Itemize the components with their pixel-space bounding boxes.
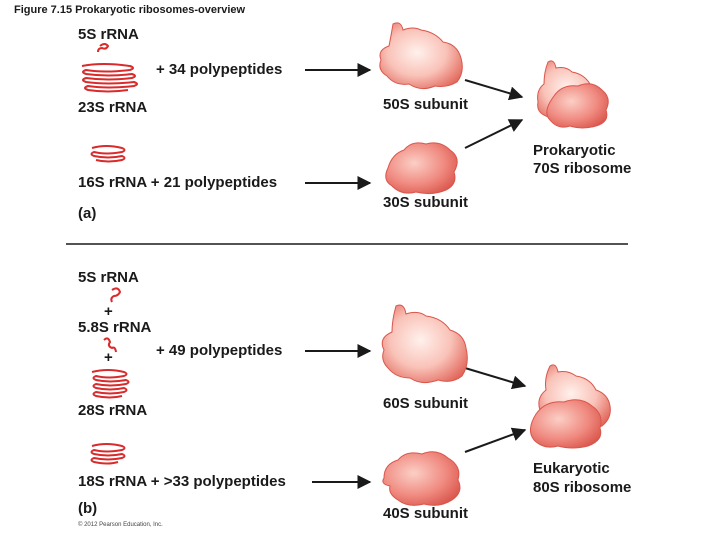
subunit-30s-shape bbox=[385, 142, 458, 195]
rrna-58s-squiggle bbox=[103, 337, 117, 353]
rrna-28s-squiggle bbox=[91, 369, 130, 399]
subunit-60s-shape bbox=[381, 304, 468, 384]
plus-sign-1: + bbox=[104, 303, 113, 320]
label-5s-rrna-b: 5S rRNA bbox=[78, 269, 139, 286]
label-60s-subunit: 60S subunit bbox=[383, 395, 469, 412]
arrow-60s-to-80s bbox=[464, 367, 527, 390]
label-58s-rrna: 5.8S rRNA bbox=[78, 319, 152, 336]
label-40s-subunit: 40S subunit bbox=[383, 505, 469, 522]
arrow-50s-to-70s bbox=[464, 79, 524, 101]
label-34-polypeptides: + 34 polypeptides bbox=[156, 61, 283, 78]
label-5s-rrna-a: 5S rRNA bbox=[78, 26, 139, 43]
label-80s-ribosome: 80S ribosome bbox=[533, 479, 632, 496]
panel-a-label: (a) bbox=[78, 205, 97, 222]
label-23s-rrna: 23S rRNA bbox=[78, 99, 148, 116]
figure-title: Figure 7.15 Prokaryotic ribosomes-overvi… bbox=[14, 4, 246, 16]
subunit-40s-shape bbox=[382, 451, 461, 506]
rrna-5s-squiggle bbox=[97, 43, 110, 53]
ribosome-80s-shape bbox=[530, 364, 611, 449]
panel-b-label: (b) bbox=[78, 500, 98, 517]
rrna-16s-squiggle bbox=[90, 145, 126, 163]
label-18s-rrna-33-polypeptides: 18S rRNA + >33 polypeptides bbox=[78, 473, 286, 490]
ribosome-70s-shape bbox=[537, 60, 609, 129]
plus-sign-2: + bbox=[104, 349, 113, 366]
label-70s-ribosome: 70S ribosome bbox=[533, 160, 632, 177]
label-30s-subunit: 30S subunit bbox=[383, 194, 469, 211]
arrow-40s-to-80s bbox=[464, 427, 527, 453]
label-49-polypeptides: + 49 polypeptides bbox=[156, 342, 283, 359]
copyright-notice: © 2012 Pearson Education, Inc. bbox=[78, 522, 163, 528]
label-prokaryotic: Prokaryotic bbox=[533, 142, 616, 159]
subunit-50s-shape bbox=[379, 22, 463, 90]
arrow-30s-to-70s bbox=[464, 119, 524, 149]
label-16s-rrna-21-polypeptides: 16S rRNA + 21 polypeptides bbox=[78, 174, 278, 191]
rrna-5s-squiggle-b bbox=[110, 287, 122, 303]
label-50s-subunit: 50S subunit bbox=[383, 96, 469, 113]
rrna-23s-squiggle bbox=[81, 63, 138, 93]
label-28s-rrna: 28S rRNA bbox=[78, 402, 148, 419]
label-eukaryotic: Eukaryotic bbox=[533, 460, 610, 477]
rrna-18s-squiggle bbox=[90, 443, 126, 465]
